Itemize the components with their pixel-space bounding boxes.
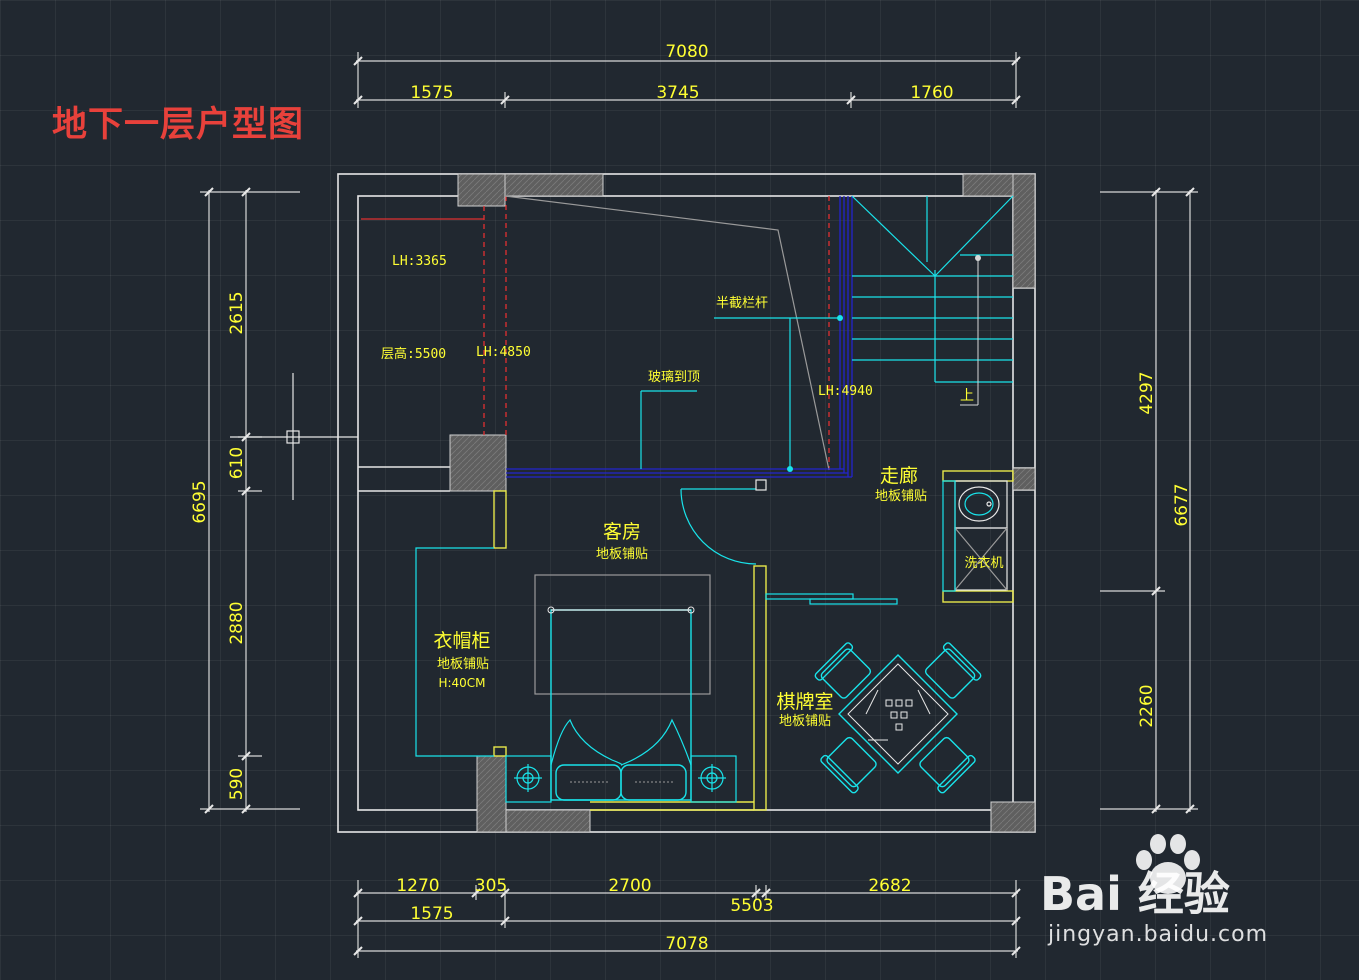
dim-top-seg: 3745 [656, 83, 699, 103]
mahjong-set [814, 642, 982, 794]
dimension-labels: 7080 1575 3745 1760 1270 305 2700 2682 1… [190, 42, 1192, 954]
railing-node [837, 315, 843, 321]
room-floor-guest: 地板铺贴 [596, 547, 648, 562]
washing-machine [942, 480, 1008, 592]
stair-arrow [960, 258, 979, 406]
lh-3365-label: LH:3365 [392, 254, 447, 269]
dim-left-seg: 2615 [227, 291, 247, 334]
columns [449, 173, 1036, 833]
upper-void-outline [504, 195, 830, 471]
wardrobe-outline [415, 547, 494, 757]
yellow-jambs [493, 470, 1014, 811]
glass-partition [506, 196, 853, 478]
dim-bottom-seg: 1270 [396, 876, 439, 896]
wardrobe-height: H:40CM [438, 676, 485, 690]
dim-bottom-seg: 2700 [608, 876, 651, 896]
room-name-corridor: 走廊 [880, 465, 918, 487]
paw-icon [1136, 834, 1200, 894]
sliding-door [765, 593, 898, 605]
watermark: Bai 经验 jingyan.baidu.com [1040, 830, 1340, 980]
glass-label: 玻璃到顶 [648, 370, 700, 385]
dim-right-seg: 2260 [1137, 684, 1157, 727]
dim-right-overall: 6677 [1172, 483, 1192, 526]
dim-top-seg: 1575 [410, 83, 453, 103]
dim-top-overall: 7080 [665, 42, 708, 62]
dim-top-seg: 1760 [910, 83, 953, 103]
dim-left-seg: 2880 [227, 601, 247, 644]
room-floor-wardrobe: 地板铺贴 [437, 657, 489, 672]
dim-left-seg: 590 [227, 768, 247, 800]
railing-leaders [640, 317, 840, 469]
dim-left-overall: 6695 [190, 480, 210, 523]
wash-basin [954, 480, 1008, 529]
annotations: LH:3365 层高:5500 LH:4850 LH:4940 半截栏杆 玻璃到… [381, 254, 1004, 571]
dim-bottom-seg: 5503 [730, 896, 773, 916]
plan-title: 地下一层户型图 [52, 105, 305, 145]
dim-bottom-seg: 2682 [868, 876, 911, 896]
lh-4940-label: LH:4940 [818, 384, 873, 399]
guest-room-door [680, 488, 757, 565]
railing-node [787, 466, 793, 472]
watermark-logo: Bai 经验 [1040, 867, 1230, 921]
walls [337, 173, 1036, 833]
dim-bottom-seg: 305 [475, 876, 507, 896]
watermark-url: jingyan.baidu.com [1048, 922, 1269, 947]
stair-up-label: 上 [960, 388, 974, 404]
dimension-lines [200, 52, 1198, 958]
room-labels: 客房 地板铺贴 衣帽柜 地板铺贴 H:40CM 走廊 地板铺贴 棋牌室 地板铺贴 [433, 465, 927, 729]
half-railing-label: 半截栏杆 [716, 296, 768, 311]
washing-machine-label: 洗衣机 [964, 555, 1003, 571]
dimension-ticks [204, 56, 1195, 956]
room-name-wardrobe: 衣帽柜 [433, 630, 490, 652]
room-name-mahjong: 棋牌室 [776, 691, 833, 713]
room-name-guest: 客房 [603, 521, 641, 543]
door-frames [755, 479, 767, 491]
dim-bottom-overall: 7078 [665, 934, 708, 954]
section-marker [230, 373, 358, 500]
room-floor-corridor: 地板铺贴 [875, 489, 927, 504]
dim-bottom-seg: 1575 [410, 904, 453, 924]
room-floor-mahjong: 地板铺贴 [779, 714, 831, 729]
bed [534, 574, 711, 801]
staircase [851, 195, 1014, 383]
red-cut-lines [361, 196, 830, 470]
dim-right-seg: 4297 [1137, 371, 1157, 414]
lh-4850-label: LH:4850 [476, 345, 531, 360]
dim-left-seg: 610 [227, 447, 247, 479]
floor-height-label: 层高:5500 [381, 346, 446, 362]
nightstands [505, 755, 737, 803]
stair-arrow-dot [975, 255, 981, 261]
